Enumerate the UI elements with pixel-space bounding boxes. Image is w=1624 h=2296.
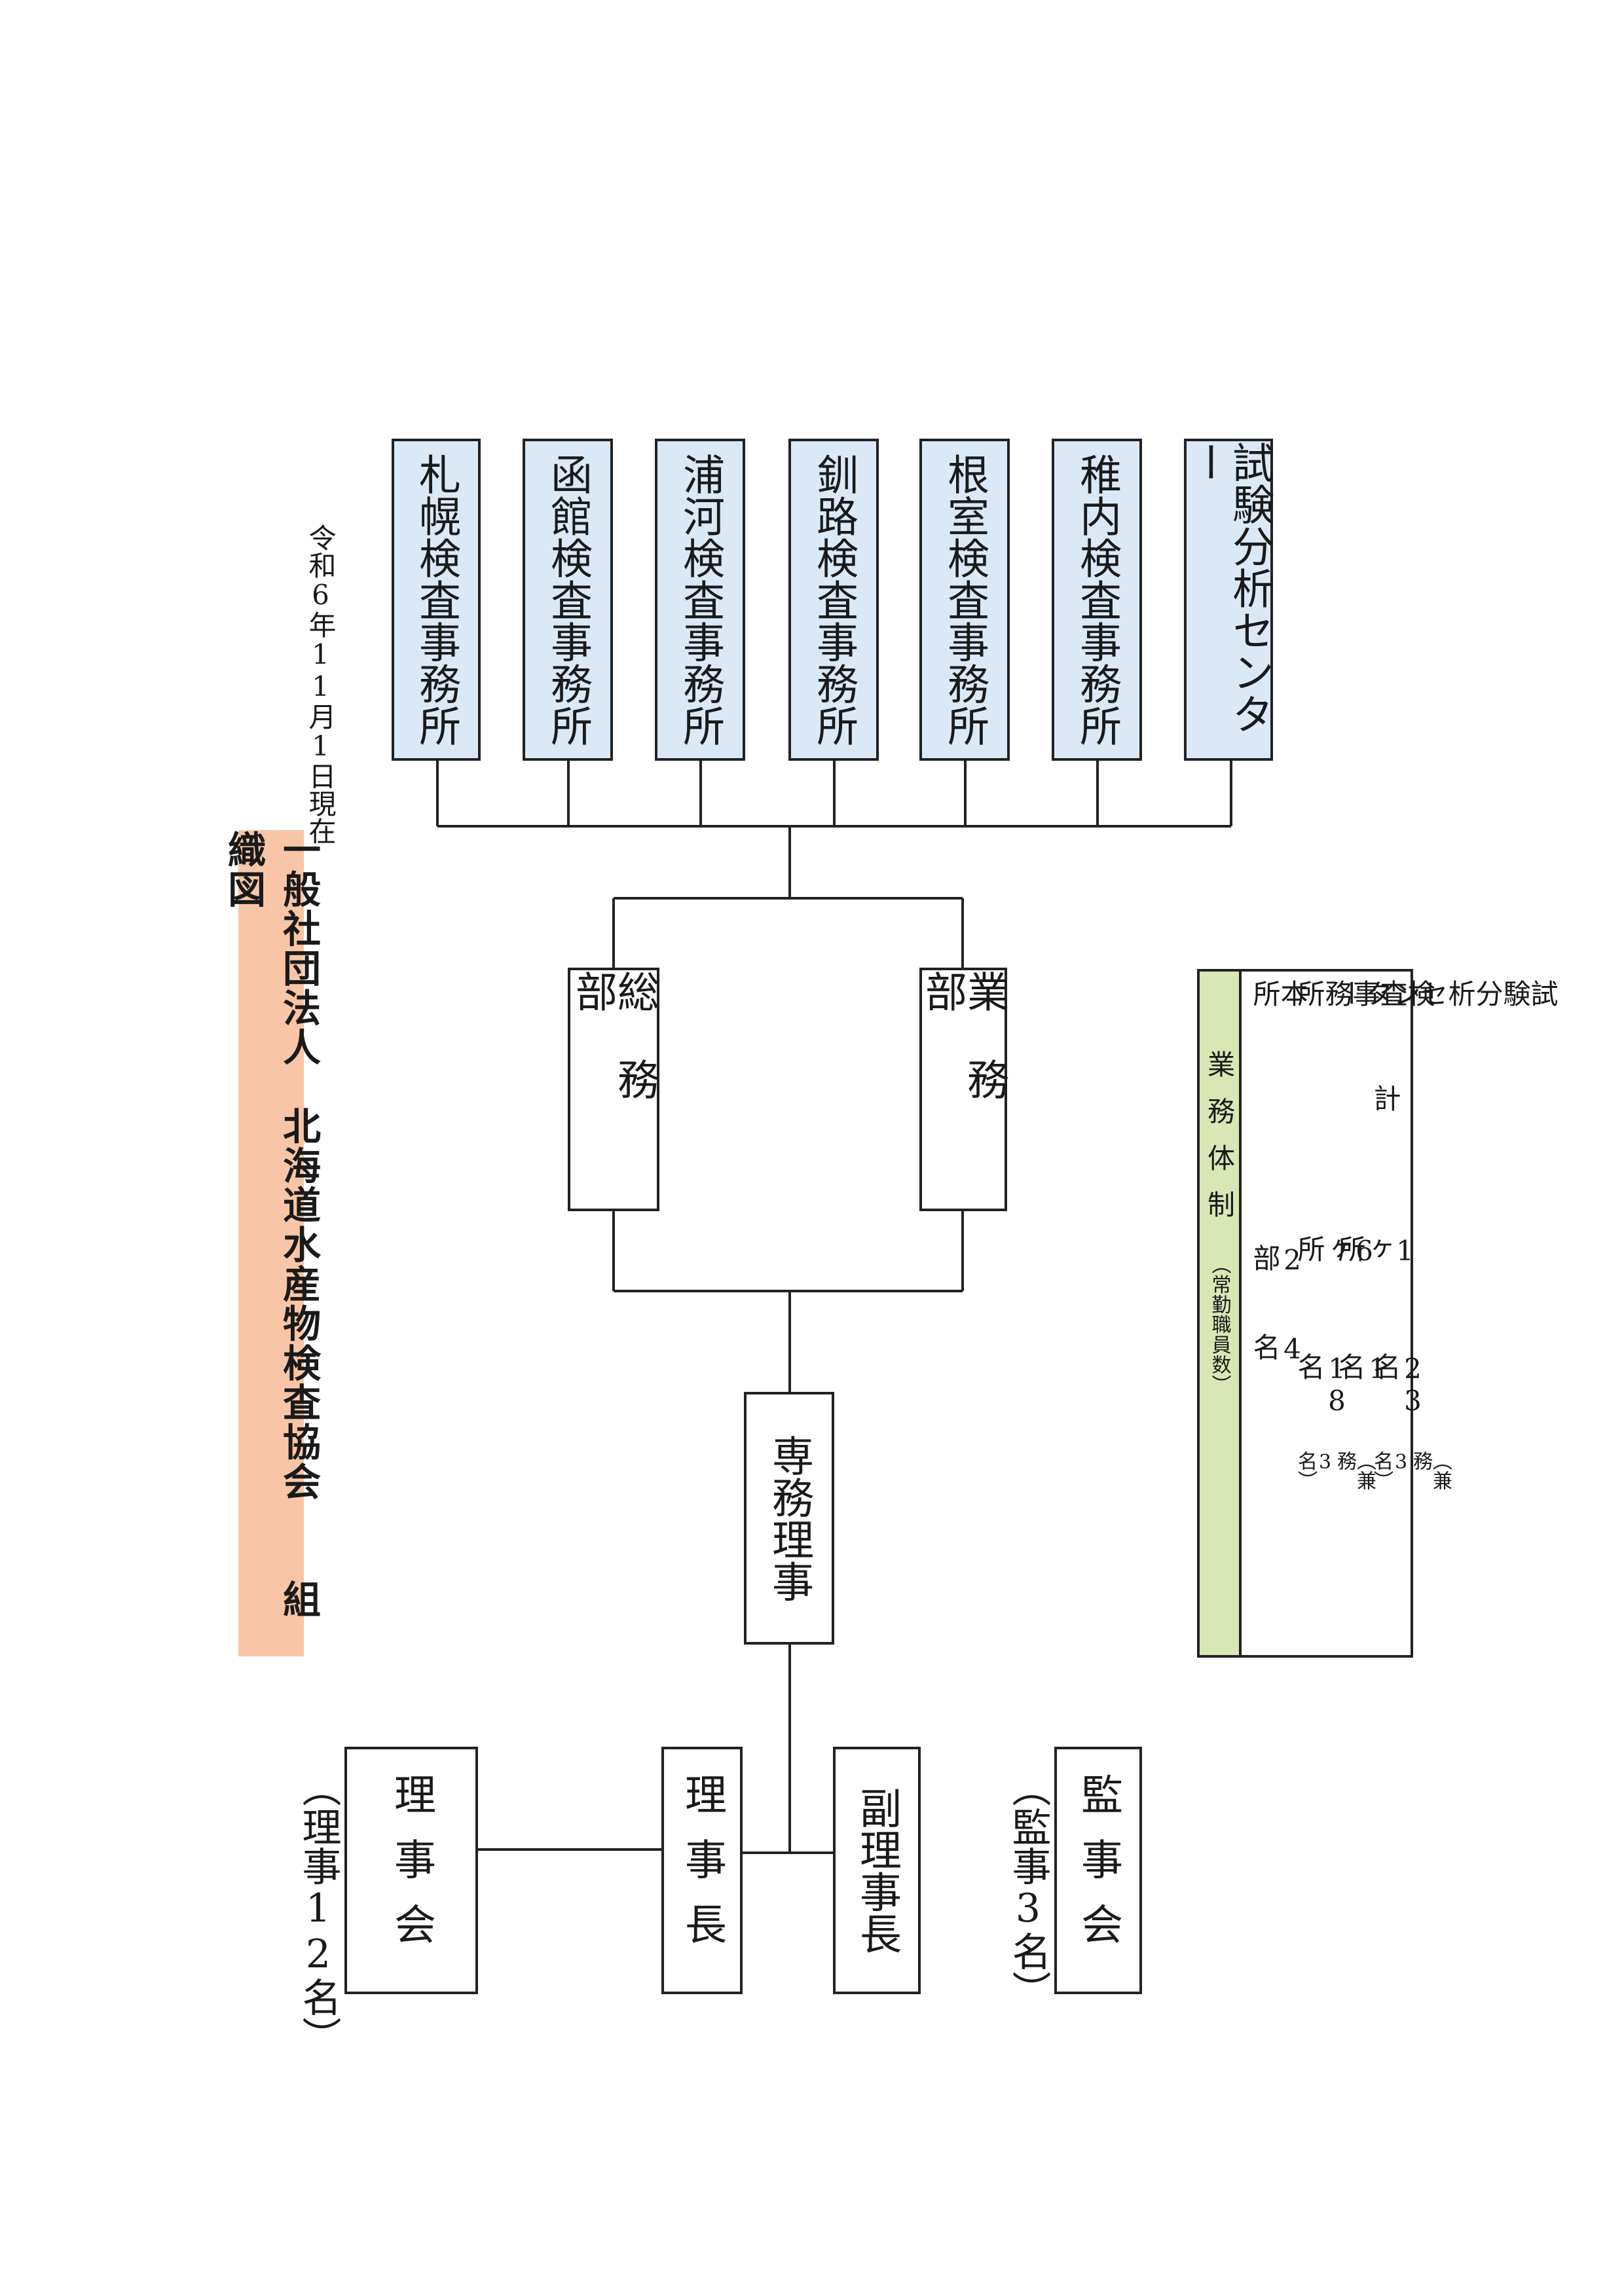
executive-director-box: 専務理事 <box>744 1392 834 1645</box>
org-name: 北海道水産物検査協会 <box>276 1106 321 1502</box>
row-units: 2部 <box>1249 1244 1308 1276</box>
office-label: 稚内検査事務所 <box>1073 453 1121 746</box>
row-units: 6ヶ所 <box>1293 1235 1380 1267</box>
row-note: （兼務3名） <box>1294 1451 1376 1490</box>
staffing-header-label: 業務体制 <box>1203 1050 1236 1237</box>
auditors-count-note: （監事3名） <box>1005 1768 1051 2010</box>
auditors-board-label: 監事会 <box>1074 1773 1122 1968</box>
vice-chairman-label: 副理事長 <box>853 1787 901 1954</box>
row-note: （兼務3名） <box>1370 1451 1452 1490</box>
office-label: 試験分析センター <box>1183 441 1274 735</box>
staffing-header-sub: （常勤職員数） <box>1208 1254 1231 1394</box>
row-units: 1ヶ所 <box>1334 1235 1421 1267</box>
directors-board-box: 理事会 <box>344 1747 478 1994</box>
office-box-urakawa: 浦河検査事務所 <box>655 439 745 761</box>
row-count: 4名 <box>1249 1333 1308 1365</box>
row-count: 18名 <box>1293 1353 1353 1417</box>
operations-dept-label: 業務部 <box>918 970 1008 1146</box>
operations-dept-box: 業務部 <box>918 968 1008 1211</box>
staffing-table: 業務体制 （常勤職員数） 本 所 2部 4名 検査事務所 6ヶ所 18名 （兼務3… <box>1197 969 1559 1658</box>
org-type: 一般社団法人 <box>276 830 321 1067</box>
office-box-sapporo: 札幌検査事務所 <box>392 439 481 761</box>
org-title: 一般社団法人北海道水産物検査協会組織図 <box>221 830 321 1656</box>
general-affairs-dept-label: 総務部 <box>568 970 659 1146</box>
office-label: 釧路検査事務所 <box>809 453 858 746</box>
row-count: 23名 <box>1369 1353 1429 1417</box>
chairman-box: 理事長 <box>661 1747 743 1994</box>
executive-director-label: 専務理事 <box>765 1434 813 1602</box>
office-box-nemuro: 根室検査事務所 <box>919 439 1010 761</box>
row-label: 試験分析センター <box>1334 979 1559 1007</box>
general-affairs-dept-box: 総務部 <box>568 968 659 1211</box>
chairman-label: 理事長 <box>678 1773 726 1968</box>
row-label: 計 <box>1369 1084 1401 1112</box>
office-box-hakodate: 函館検査事務所 <box>523 439 613 761</box>
auditors-board-box: 監事会 <box>1054 1747 1142 1994</box>
directors-count-note: （理事12名） <box>295 1768 341 2056</box>
office-box-testing-center: 試験分析センター <box>1183 439 1274 761</box>
directors-board-label: 理事会 <box>387 1773 435 1968</box>
office-label: 根室検査事務所 <box>940 453 989 746</box>
staffing-table-header: 業務体制 （常勤職員数） <box>1200 972 1242 1655</box>
as-of-date: 令和6年11月1日現在 <box>304 524 337 845</box>
office-box-wakkanai: 稚内検査事務所 <box>1052 439 1142 761</box>
office-label: 札幌検査事務所 <box>412 453 460 746</box>
office-label: 函館検査事務所 <box>544 453 592 746</box>
row-count: 1名 <box>1334 1353 1393 1385</box>
doc-name: 組織図 <box>221 830 321 1620</box>
row-label: 本 所 <box>1249 979 1308 1034</box>
vice-chairman-box: 副理事長 <box>833 1747 921 1994</box>
row-label: 検査事務所 <box>1293 979 1435 1007</box>
office-label: 浦河検査事務所 <box>676 453 724 746</box>
office-box-kushiro: 釧路検査事務所 <box>788 439 879 761</box>
